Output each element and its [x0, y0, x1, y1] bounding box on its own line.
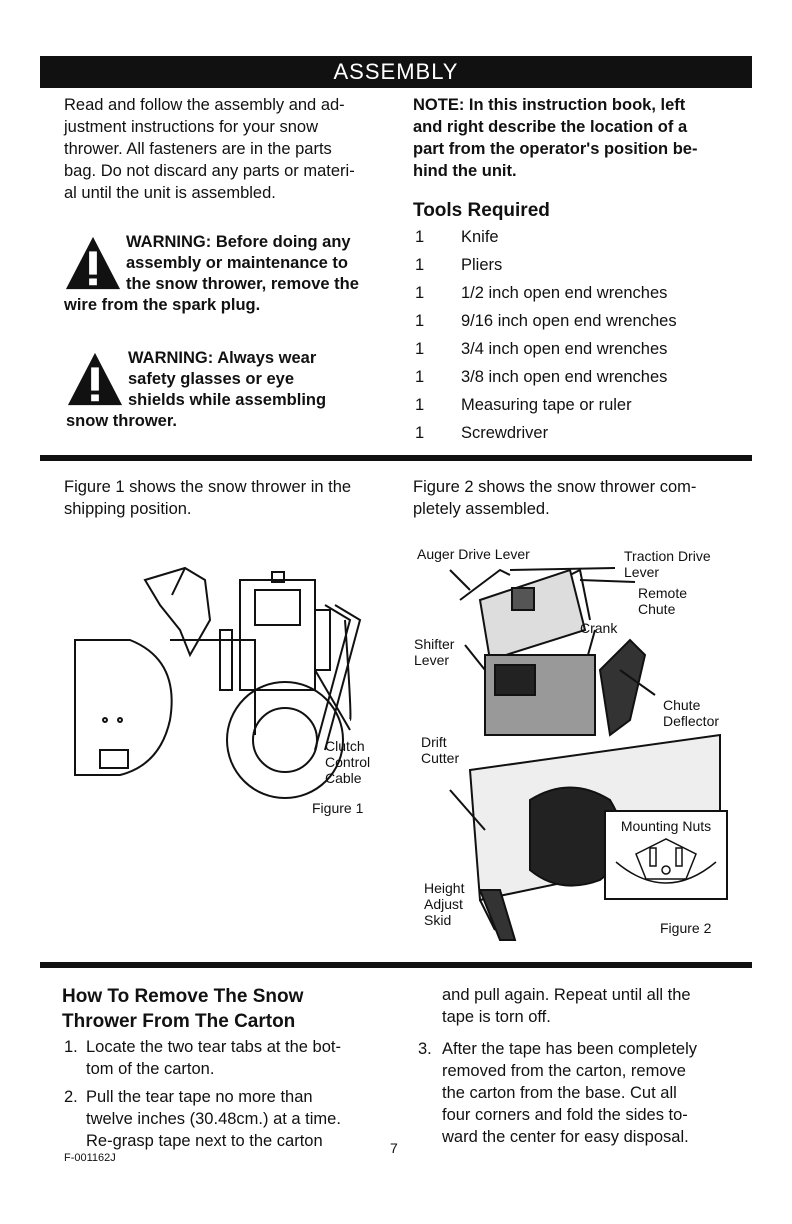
carton-steps-left: 1. Locate the two tear tabs at the bot-t…	[64, 1036, 384, 1158]
mounting-nuts-label: Mounting Nuts	[620, 818, 712, 834]
height-adjust-skid-label: Height Adjust Skid	[424, 880, 465, 928]
warning-spark-plug: WARNING: Before doing any assembly or ma…	[64, 233, 359, 314]
list-item: 1. Locate the two tear tabs at the bot-t…	[64, 1038, 341, 1078]
mounting-nuts-detail	[615, 838, 717, 884]
traction-drive-lever-label: Traction Drive Lever	[624, 548, 711, 580]
crank-label: Crank	[580, 620, 618, 636]
figure1-caption: Figure 1 shows the snow thrower in the s…	[64, 478, 352, 518]
remote-chute-label: Remote Chute	[638, 585, 688, 617]
figure2-caption: Figure 2 shows the snow thrower com- ple…	[413, 478, 697, 518]
intro-paragraph: Read and follow the assembly and ad- jus…	[64, 96, 355, 202]
warning-triangle-icon	[67, 352, 123, 406]
shifter-lever-label: Shifter Lever	[414, 636, 455, 668]
figure1-title: Figure 1	[312, 800, 364, 816]
figure2-title: Figure 2	[660, 920, 712, 936]
section-banner: ASSEMBLY	[40, 56, 752, 88]
figure1-snow-thrower-illustration	[74, 566, 362, 799]
drift-cutter-label: Drift Cutter	[421, 734, 460, 766]
auger-drive-lever-label: Auger Drive Lever	[417, 546, 530, 562]
section-divider	[40, 962, 752, 968]
document-code: F-001162J	[64, 1152, 116, 1164]
chute-deflector-label: Chute Deflector	[663, 697, 720, 729]
note-paragraph: NOTE: In this instruction book, left and…	[413, 96, 698, 180]
section-divider	[40, 455, 752, 461]
list-item: 3. After the tape has been completely re…	[418, 1040, 697, 1146]
warning-safety-glasses: WARNING: Always wear safety glasses or e…	[66, 349, 327, 430]
tools-heading: Tools Required	[413, 200, 550, 221]
warning-triangle-icon	[65, 236, 121, 290]
mounting-nuts-inset: Mounting Nuts	[604, 810, 728, 900]
clutch-control-cable-label: Clutch Control Cable	[325, 738, 371, 786]
carton-heading: How To Remove The Snow Thrower From The …	[62, 986, 304, 1032]
carton-steps-right: and pull again. Repeat until all the tap…	[418, 984, 748, 1154]
page-number: 7	[390, 1140, 398, 1156]
